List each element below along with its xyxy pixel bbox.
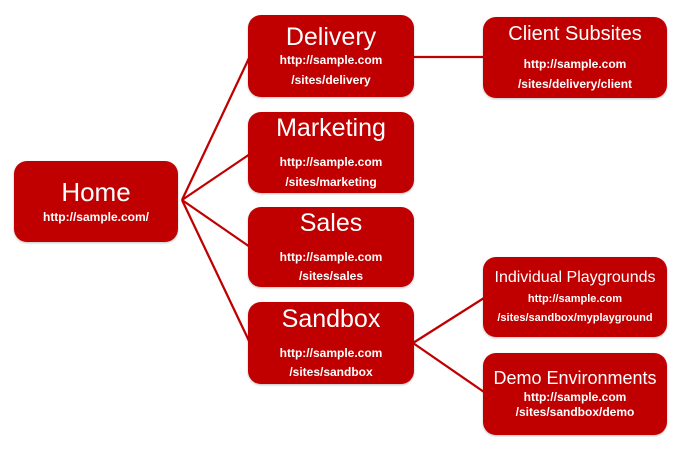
- connector-sandbox-demo-environments: [412, 342, 485, 393]
- node-url-line: http://sample.com: [279, 52, 383, 67]
- node-demo-environments[interactable]: Demo Environments http://sample.com /sit…: [483, 353, 667, 435]
- connector-home-marketing: [181, 153, 251, 201]
- node-url-line: /sites/sandbox/myplayground: [497, 311, 653, 324]
- node-title: Sales: [299, 209, 363, 238]
- connector-home-sales: [181, 199, 251, 248]
- node-delivery[interactable]: Delivery http://sample.com /sites/delive…: [248, 15, 414, 97]
- node-url-line: /sites/sandbox/demo: [515, 405, 635, 420]
- connector-home-sandbox: [180, 199, 252, 344]
- node-url-line: /sites/delivery: [291, 73, 371, 88]
- node-client-subsites[interactable]: Client Subsites http://sample.com /sites…: [483, 17, 667, 98]
- node-title: Individual Playgrounds: [494, 269, 656, 286]
- connector-home-delivery: [180, 55, 252, 201]
- node-url-line: http://sample.com: [523, 56, 627, 71]
- node-sales[interactable]: Sales http://sample.com /sites/sales: [248, 207, 414, 287]
- node-title: Demo Environments: [493, 367, 657, 388]
- node-url-line: /sites/sales: [298, 269, 364, 284]
- node-url-line: /sites/sandbox: [289, 365, 373, 380]
- node-url-line: http://sample.com/: [42, 209, 149, 224]
- node-url-line: http://sample.com: [279, 345, 383, 360]
- node-url-line: http://sample.com: [527, 293, 623, 306]
- node-title: Client Subsites: [508, 22, 642, 45]
- node-url-line: /sites/delivery/client: [517, 76, 633, 91]
- node-title: Home: [61, 176, 131, 207]
- node-title: Delivery: [285, 23, 377, 52]
- connector-sandbox-individual-playgrounds: [412, 297, 485, 344]
- node-url-line: http://sample.com: [279, 154, 383, 169]
- node-url-line: /sites/marketing: [285, 175, 377, 190]
- node-sandbox[interactable]: Sandbox http://sample.com /sites/sandbox: [248, 302, 414, 384]
- node-individual-playgrounds[interactable]: Individual Playgrounds http://sample.com…: [483, 257, 667, 337]
- node-home[interactable]: Home http://sample.com/: [14, 161, 178, 242]
- node-title: Sandbox: [281, 305, 381, 334]
- node-marketing[interactable]: Marketing http://sample.com /sites/marke…: [248, 112, 414, 193]
- node-url-line: http://sample.com: [523, 390, 627, 405]
- node-url-line: http://sample.com: [279, 249, 383, 264]
- node-title: Marketing: [276, 114, 386, 143]
